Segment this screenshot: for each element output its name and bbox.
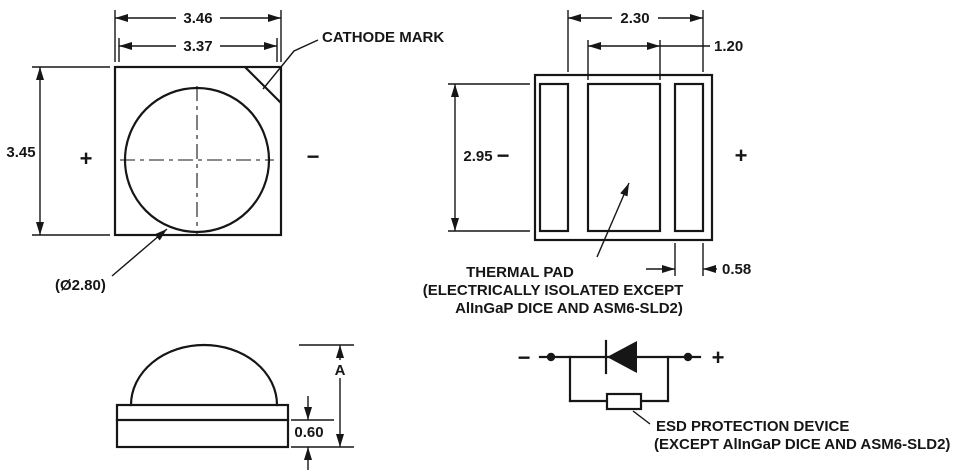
dim-width-inner: 3.37: [183, 38, 212, 55]
cathode-mark-leader: [262, 39, 319, 90]
lens-diameter-label: (Ø2.80): [55, 277, 106, 294]
dim-height: 3.45: [6, 144, 35, 161]
anode-polarity-symbol: +: [735, 143, 748, 168]
esd-device-box: [605, 392, 643, 411]
anode-polarity-symbol: +: [80, 146, 93, 171]
dome-profile: [129, 343, 279, 407]
thermal-pad-label-line3: AlInGaP DICE AND ASM6-SLD2): [455, 300, 683, 317]
cathode-mark-chamfer: [244, 66, 282, 104]
dim-base-thickness: 0.60: [294, 424, 323, 441]
dim-side-pad-width: 0.58: [722, 261, 751, 278]
thermal-pad: [586, 82, 662, 233]
thermal-pad-label-line2: (ELECTRICALLY ISOLATED EXCEPT: [423, 282, 684, 299]
dimension-text-mask: [612, 9, 658, 26]
thermal-pad-label-line1: THERMAL PAD: [466, 264, 574, 281]
dim-pad-height: 2.95: [463, 148, 492, 165]
right-pad: [673, 82, 705, 233]
esd-label-line2: (EXCEPT AlInGaP DICE AND ASM6-SLD2): [654, 436, 950, 453]
thermal-pad-leader: [596, 182, 630, 258]
base-outline: [115, 403, 290, 449]
dim-pad-span: 2.30: [620, 10, 649, 27]
cathode-mark-label: CATHODE MARK: [322, 29, 444, 46]
cathode-polarity-symbol: −: [518, 345, 531, 370]
bottom-view: 2.30 1.20 2.95 0.58 − + THERMAL PAD (ELE…: [423, 9, 751, 317]
anode-polarity-symbol: +: [712, 345, 725, 370]
dim-width-outer: 3.46: [183, 10, 212, 27]
terminal-node-right: [683, 352, 693, 362]
side-view: 0.60 A: [115, 343, 354, 470]
body-outline: [533, 73, 714, 242]
cathode-polarity-symbol: −: [497, 143, 510, 168]
lens-diameter-leader: [111, 228, 168, 277]
esd-leader: [632, 410, 651, 425]
left-pad: [538, 82, 570, 233]
cathode-polarity-symbol: −: [307, 144, 320, 169]
dimension-text-mask: [330, 360, 350, 378]
dim-dome-height: A: [335, 362, 346, 379]
dimension-text-mask: [176, 37, 220, 54]
dim-thermal-pad-width: 1.20: [714, 38, 743, 55]
package-outline: [113, 65, 283, 237]
terminal-node-left: [546, 352, 556, 362]
schematic: − + ESD PROTECTION DEVICE (EXCEPT AlInGa…: [518, 339, 950, 453]
diode-triangle: [607, 341, 637, 373]
top-view: 3.46 3.37 3.45 + − CATHODE MARK (Ø2.80): [6, 9, 444, 294]
dimension-text-mask: [176, 9, 220, 26]
esd-label-line1: ESD PROTECTION DEVICE: [656, 418, 849, 435]
